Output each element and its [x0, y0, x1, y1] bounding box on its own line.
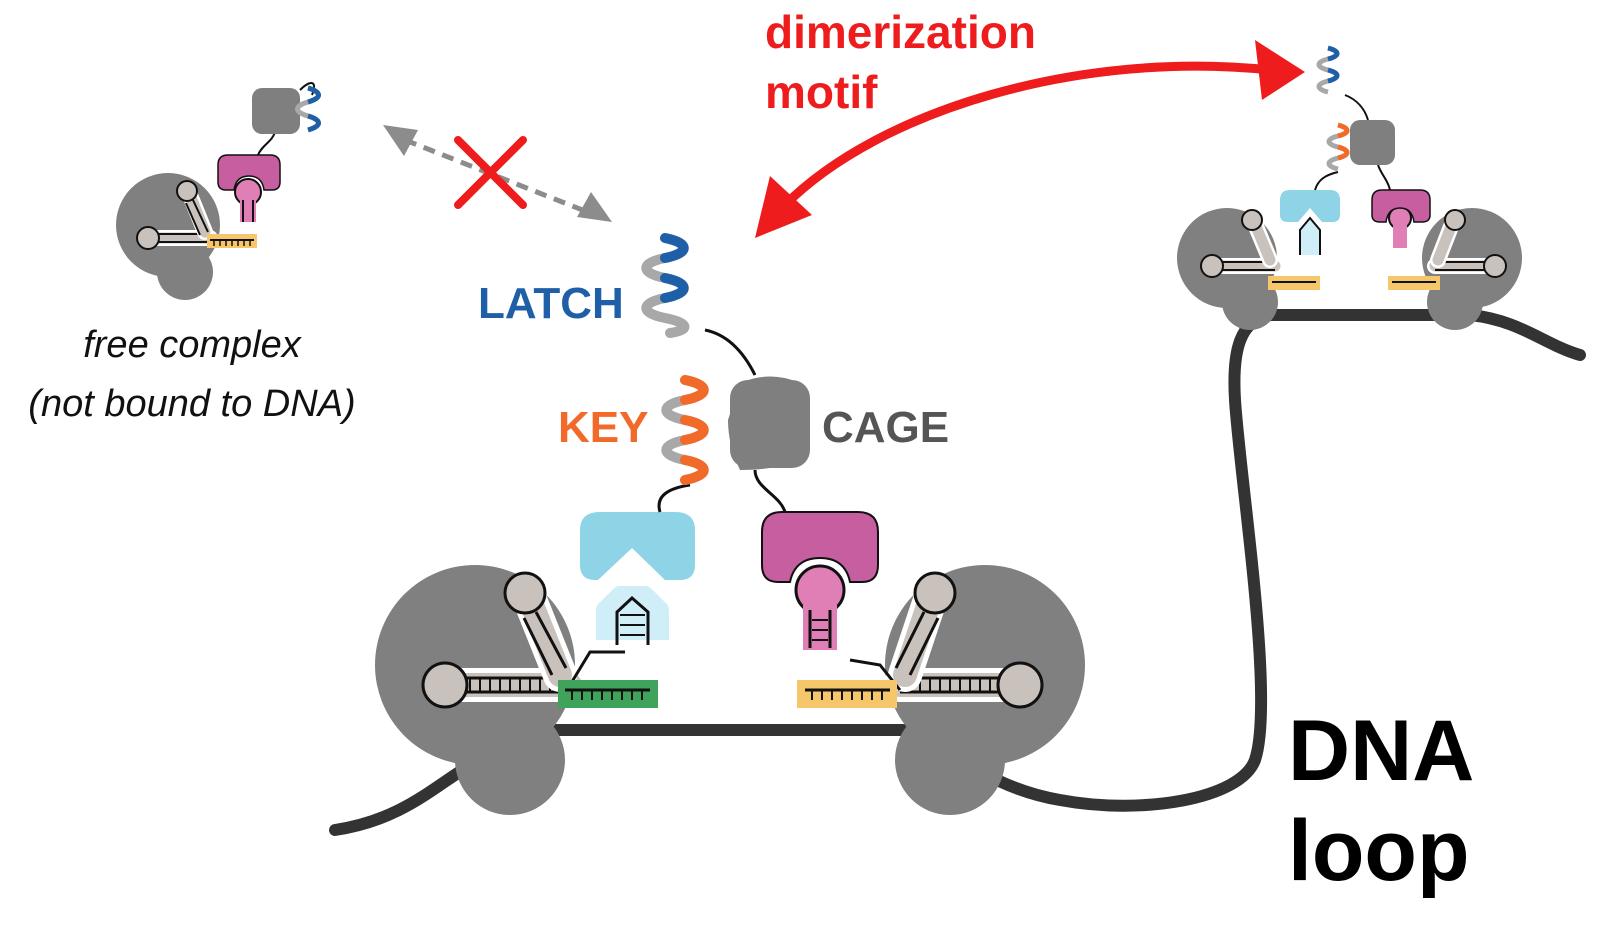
- blue-adaptor: [580, 512, 695, 580]
- dna-label-line1: DNA: [1288, 703, 1474, 799]
- dimerization-label-line1: dimerization: [765, 6, 1036, 58]
- free-complex: [116, 82, 321, 300]
- spacer-yellow: [797, 680, 897, 708]
- linker-key: [657, 483, 691, 513]
- free-complex-label-line1: free complex: [83, 324, 303, 366]
- dimerization-label-line2: motif: [765, 66, 878, 118]
- linker-cage: [753, 469, 787, 513]
- bound-dimer-small: [1177, 45, 1522, 330]
- spacer-green: [558, 680, 658, 708]
- double-headed-arrow-icon: [383, 125, 612, 222]
- red-x-icon: [454, 136, 527, 209]
- cage-body: [730, 380, 810, 468]
- dna-label-line2: loop: [1288, 803, 1470, 899]
- blue-hairpin: [596, 586, 669, 645]
- pink-hairpin: [790, 560, 850, 650]
- magenta-adaptor: [761, 511, 879, 583]
- cage-label: CAGE: [822, 403, 949, 452]
- latch-helix: [641, 233, 690, 338]
- key-helix: [661, 375, 709, 485]
- dimerization-arrow: [755, 40, 1305, 238]
- free-complex-label-line2: (not bound to DNA): [28, 383, 355, 425]
- key-label: KEY: [558, 403, 648, 452]
- latch-label: LATCH: [478, 279, 624, 328]
- linker-latch: [704, 328, 757, 376]
